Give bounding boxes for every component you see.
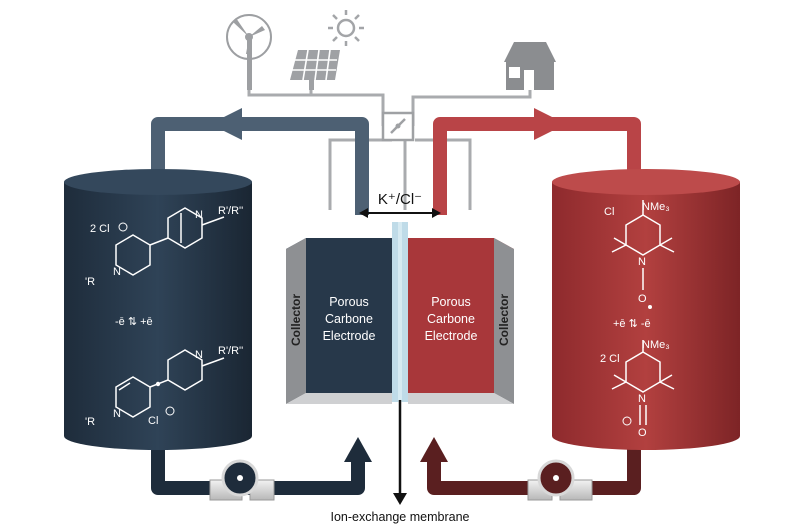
right-collector-label: Collector bbox=[497, 294, 511, 346]
catholyte-group-top: NMe₃ bbox=[642, 201, 670, 213]
anolyte-counter-ion-bottom: Cl bbox=[148, 415, 158, 427]
solar-panel-icon bbox=[290, 49, 340, 90]
catholyte-counter-ion-bottom: 2 Cl bbox=[600, 353, 620, 365]
anolyte-n-bottom-left: N bbox=[113, 408, 121, 420]
anolyte-n-top-left: N bbox=[113, 266, 121, 278]
catholyte-structures bbox=[611, 200, 675, 425]
right-electrode-line-3: Electrode bbox=[425, 329, 478, 343]
catholyte-o-top: O bbox=[638, 293, 647, 305]
membrane-arrow bbox=[393, 400, 407, 505]
sun-icon bbox=[328, 10, 364, 46]
house-icon bbox=[504, 42, 556, 90]
right-electrode-line-1: Porous bbox=[431, 295, 471, 309]
anolyte-substituent-bottom-right: R'/R'' bbox=[218, 345, 243, 357]
left-electrode-line-1: Porous bbox=[329, 295, 369, 309]
left-electrode-line-3: Electrode bbox=[323, 329, 376, 343]
electrochemical-cell bbox=[286, 222, 514, 404]
left-electrode-line-2: Carbone bbox=[325, 312, 373, 326]
membrane-label: Ion-exchange membrane bbox=[331, 510, 470, 524]
flow-arrow-right bbox=[534, 108, 566, 140]
catholyte-reaction: +ē ⇅ -ē bbox=[613, 318, 651, 330]
flow-arrow-up-left bbox=[344, 437, 372, 462]
anolyte-counter-ion-top: 2 Cl bbox=[90, 223, 110, 235]
catholyte-n-bottom: N bbox=[638, 393, 646, 405]
catholyte-group-bottom: NMe₃ bbox=[642, 339, 670, 351]
ion-exchange-arrow bbox=[359, 208, 441, 218]
anolyte-n-bottom: N bbox=[195, 349, 203, 361]
anolyte-structures bbox=[115, 207, 225, 418]
anolyte-substituent-top-right: R'/R'' bbox=[218, 205, 243, 217]
ion-label: K⁺/Cl⁻ bbox=[378, 191, 422, 208]
flow-arrow-up-right bbox=[420, 437, 448, 462]
catholyte-n-top: N bbox=[638, 256, 646, 268]
catholyte-o-bottom: O bbox=[638, 427, 647, 439]
catholyte-counter-ion-top: Cl bbox=[604, 206, 614, 218]
right-electrode-line-2: Carbone bbox=[427, 312, 475, 326]
anolyte-reaction: -ē ⇅ +ē bbox=[115, 316, 153, 328]
catholyte-tank bbox=[552, 169, 740, 450]
anolyte-substituent-top-left: 'R bbox=[85, 276, 95, 288]
pump-icon bbox=[209, 459, 275, 501]
anolyte-n-top: N bbox=[195, 209, 203, 221]
anolyte-return-pipe bbox=[151, 117, 369, 215]
switch-icon bbox=[381, 111, 415, 142]
anolyte-tank bbox=[64, 169, 252, 450]
wind-turbine-icon bbox=[226, 14, 272, 90]
anolyte-substituent-bottom-left: 'R bbox=[85, 416, 95, 428]
left-collector-label: Collector bbox=[289, 294, 303, 346]
flow-arrow-left bbox=[210, 108, 242, 140]
pump-icon bbox=[527, 459, 593, 501]
